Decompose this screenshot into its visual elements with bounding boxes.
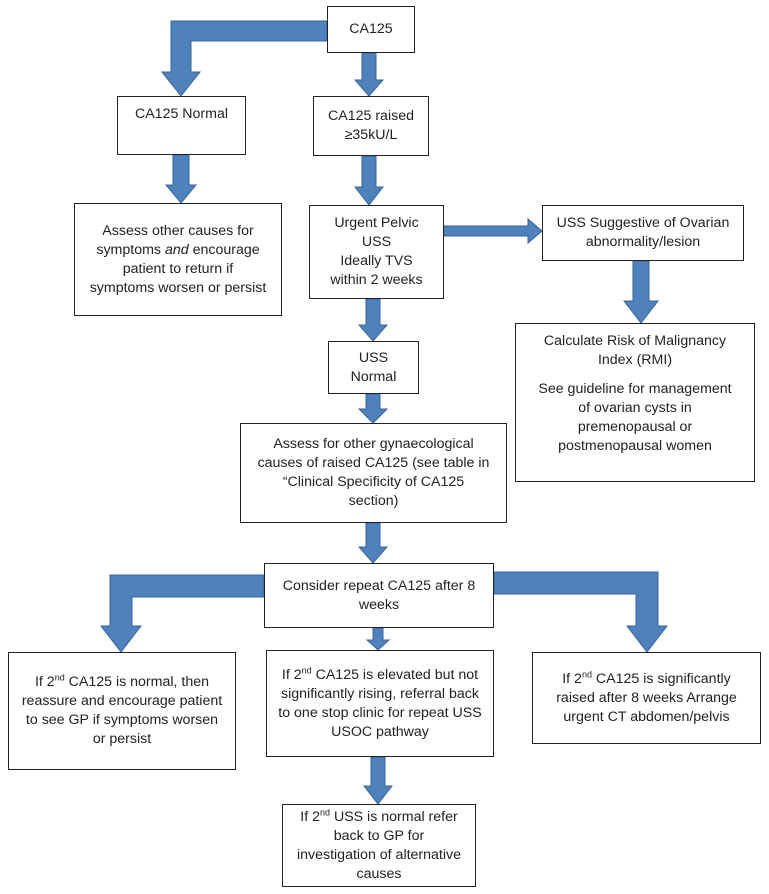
arrow-to-assess-other-causes [164, 154, 198, 204]
uss-suggestive-box: USS Suggestive of Ovarian abnormality/le… [542, 205, 744, 261]
second-ca125-normal-text: If 2nd CA125 is normal, then reassure an… [21, 672, 223, 747]
rmi-box: Calculate Risk of Malignancy Index (RMI)… [515, 323, 755, 482]
arrow-to-repeat-ca125 [357, 522, 389, 564]
arrow-to-second-ca125-elevated [365, 627, 391, 651]
arrow-to-ca125-raised [353, 52, 385, 97]
rmi-text: Calculate Risk of Malignancy Index (RMI) [543, 333, 727, 368]
second-uss-normal-text: If 2nd USS is normal refer back to GP fo… [296, 806, 462, 882]
ca125-normal-box: CA125 Normal [117, 96, 246, 155]
uss-normal-line-1: USS [358, 349, 389, 366]
arrow-to-uss-normal [357, 298, 389, 342]
urgent-uss-line-1: Urgent Pelvic [334, 215, 419, 231]
urgent-uss-line-3: Ideally TVS [340, 253, 413, 269]
assess-other-causes-box: Assess other causes for symptoms and enc… [74, 203, 282, 316]
second-ca125-significant-box: If 2nd CA125 is significantly raised aft… [532, 652, 761, 744]
urgent-pelvic-uss-box: Urgent Pelvic USS Ideally TVS within 2 w… [309, 205, 444, 299]
bent-arrow-to-ca125-normal [160, 20, 328, 97]
repeat-ca125-text: Consider repeat CA125 after 8 weeks [282, 577, 476, 613]
urgent-uss-line-4: within 2 weeks [330, 272, 423, 288]
ca125-normal-label: CA125 Normal [134, 106, 229, 122]
arrow-to-uss-suggestive [443, 217, 543, 245]
second-ca125-significant-text: If 2nd CA125 is significantly raised aft… [556, 668, 737, 725]
ca125-raised-box: CA125 raised ≥35kU/L [313, 96, 429, 156]
ca125-raised-line-2: ≥35kU/L [344, 127, 398, 143]
repeat-ca125-box: Consider repeat CA125 after 8 weeks [264, 563, 494, 628]
arrow-to-gynaecological-causes [357, 393, 389, 424]
urgent-uss-line-2: USS [361, 234, 392, 250]
bent-arrow-to-second-ca125-normal [99, 574, 265, 653]
arrow-to-urgent-pelvic-uss [353, 155, 385, 206]
ca125-raised-line-1: CA125 raised [328, 108, 414, 124]
ca125-box: CA125 [327, 6, 415, 53]
arrow-to-second-uss-normal [362, 756, 394, 805]
gynaecological-causes-box: Assess for other gynaecological causes o… [240, 423, 507, 523]
second-ca125-normal-box: If 2nd CA125 is normal, then reassure an… [8, 652, 236, 770]
bent-arrow-to-second-ca125-significant [493, 571, 669, 653]
uss-suggestive-line-1: USS Suggestive of Ovarian [556, 215, 730, 231]
ca125-label: CA125 [349, 21, 393, 37]
arrow-to-rmi [622, 260, 660, 324]
second-ca125-elevated-box: If 2nd CA125 is elevated but not signifi… [266, 650, 494, 757]
second-uss-normal-box: If 2nd USS is normal refer back to GP fo… [282, 804, 476, 887]
guideline-text: See guideline for management of ovarian … [538, 381, 732, 454]
uss-suggestive-line-2: abnormality/lesion [585, 234, 701, 250]
uss-normal-box: USS Normal [328, 341, 419, 394]
gynaecological-causes-text: Assess for other gynaecological causes o… [257, 436, 490, 509]
second-ca125-elevated-text: If 2nd CA125 is elevated but not signifi… [278, 664, 482, 740]
assess-other-causes-text: Assess other causes for symptoms and enc… [89, 222, 267, 296]
uss-normal-line-2: Normal [350, 368, 397, 385]
